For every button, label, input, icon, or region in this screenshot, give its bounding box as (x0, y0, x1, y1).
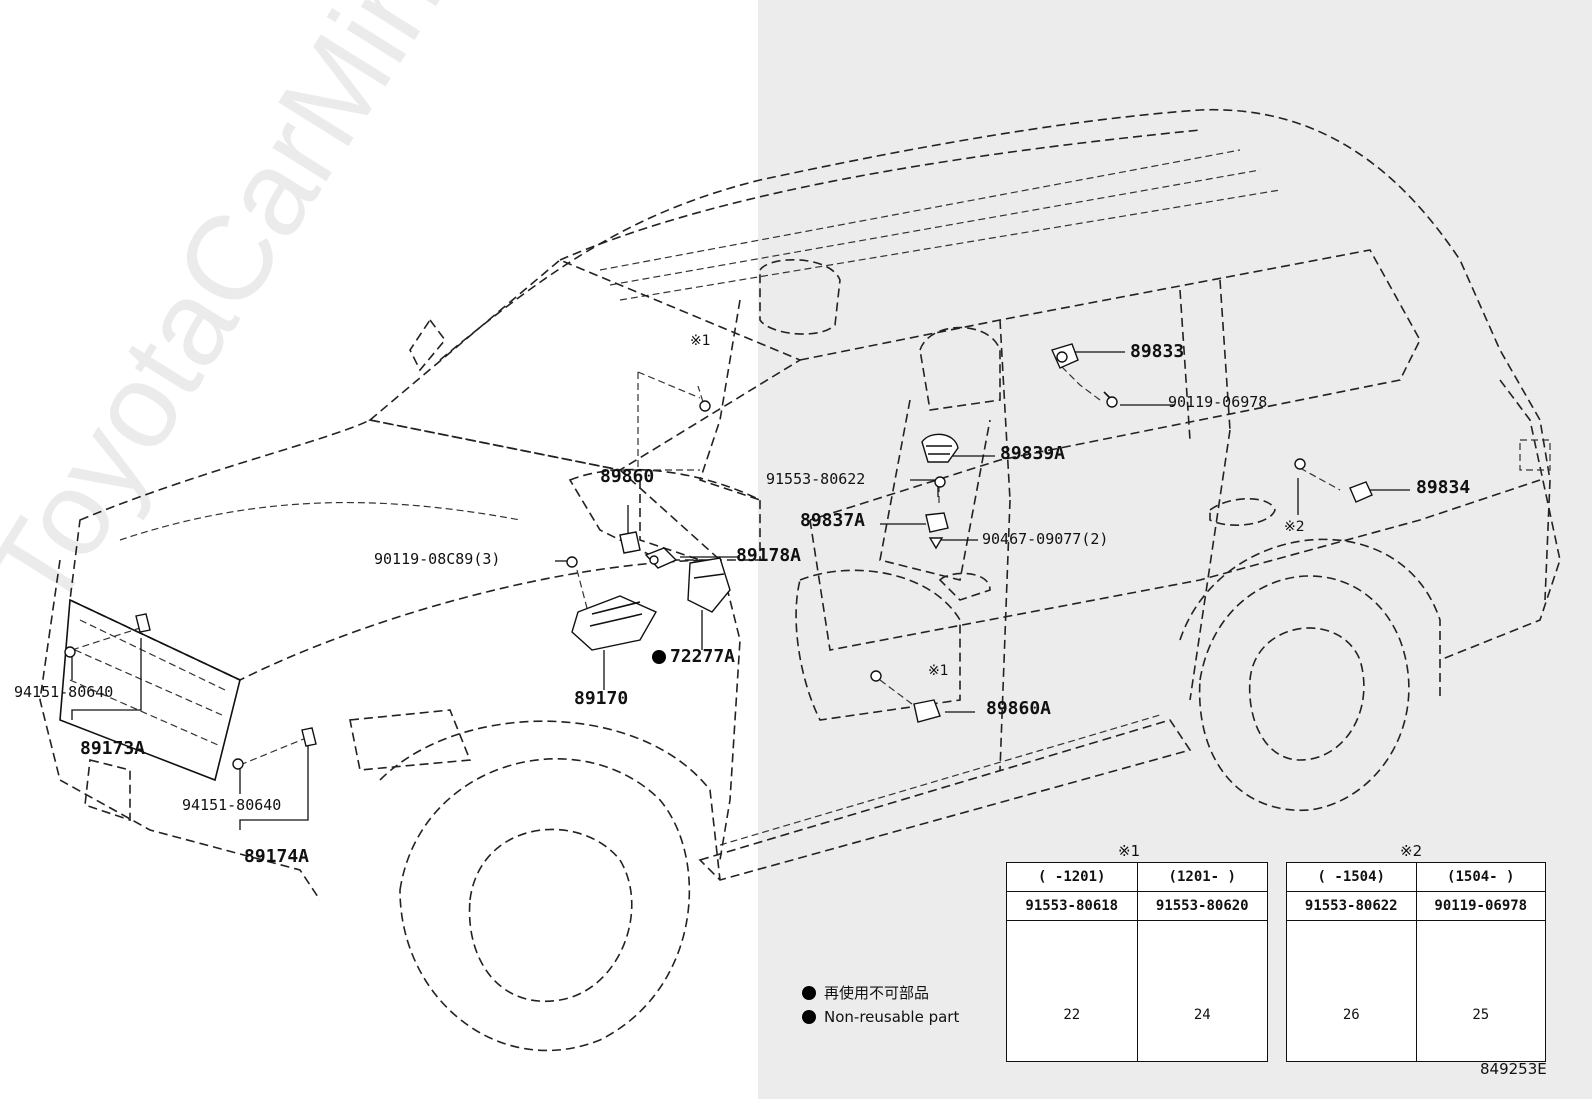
table2-length-0: 26 (1342, 1007, 1360, 1023)
label-89837A: 89837A (800, 510, 866, 531)
table1-header-0: ( -1201) (1038, 869, 1106, 885)
label-89860: 89860 (600, 466, 655, 487)
part-89860A-sensor (913, 699, 941, 723)
bolt-seat-ref1 (870, 670, 882, 682)
legend-text-jp: 再使用不可部品 (824, 984, 930, 1002)
part-89834-sensor (1349, 481, 1373, 503)
table2-part-row: 91553-80622 90119-06978 (1287, 892, 1545, 921)
part-89170-airbag-ecu (571, 595, 657, 651)
table1-drawings: 22 24 (1007, 921, 1267, 1061)
bolt-top-ref1 (699, 400, 711, 412)
label-89834: 89834 (1416, 477, 1471, 498)
label-89860A: 89860A (986, 698, 1052, 719)
nut-94151-80640-b (232, 758, 244, 770)
table-ref2: ( -1504) (1504- ) 91553-80622 90119-0697… (1286, 862, 1546, 1062)
clip-90467-09077 (928, 537, 944, 550)
part-89173A-sensor (135, 613, 151, 633)
table2-drawings: 26 25 (1287, 921, 1545, 1061)
part-89174A-sensor (301, 727, 317, 747)
table-ref1: ( -1201) (1201- ) 91553-80618 91553-8062… (1006, 862, 1268, 1062)
non-reusable-dot-icon (802, 1010, 816, 1024)
bolt-90119-08C89 (566, 556, 578, 568)
label-89170: 89170 (574, 688, 629, 709)
bolt-89834-mount (1294, 458, 1306, 470)
label-89839A: 89839A (1000, 443, 1066, 464)
table2-title: ※2 (1400, 842, 1423, 860)
part-89837A-bracket (925, 512, 949, 533)
label-91553-80622: 91553-80622 (766, 470, 866, 488)
table1-drawing-1: 24 (1136, 921, 1268, 1061)
bolt-91553-80622 (934, 476, 946, 488)
label-89174A: 89174A (244, 846, 310, 867)
table2-header-0: ( -1504) (1317, 869, 1385, 885)
table1-header-row: ( -1201) (1201- ) (1007, 863, 1267, 892)
table1-part-1: 91553-80620 (1136, 892, 1268, 920)
table1-drawing-0: 22 (1007, 921, 1137, 1061)
bolt-90119-06978 (1103, 391, 1118, 408)
table1-title: ※1 (1118, 842, 1141, 860)
label-94151-80640-b: 94151-80640 (182, 796, 282, 814)
table1-length-0: 22 (1063, 1007, 1081, 1023)
legend-item-jp: 再使用不可部品 (802, 982, 929, 1003)
ref-mark-1-seat: ※1 (928, 663, 949, 679)
part-89833-sensor (1051, 343, 1079, 369)
nut-94151-80640-a (64, 646, 76, 658)
label-94151-80640-a: 94151-80640 (14, 683, 114, 701)
ref-mark-1-top: ※1 (690, 333, 711, 349)
label-90119-06978: 90119-06978 (1168, 393, 1268, 411)
diagram-code: 849253E (1480, 1060, 1547, 1078)
table2-drawing-1: 25 (1415, 921, 1546, 1061)
label-89833: 89833 (1130, 341, 1185, 362)
table1-header-1: (1201- ) (1136, 863, 1268, 891)
non-reusable-marker (652, 650, 666, 664)
table2-drawing-0: 26 (1287, 921, 1416, 1061)
non-reusable-dot-icon (802, 985, 816, 1000)
table1-part-row: 91553-80618 91553-80620 (1007, 892, 1267, 921)
table2-part-0: 91553-80622 (1304, 898, 1398, 914)
label-89178A: 89178A (736, 545, 802, 566)
part-89860-sensor (619, 531, 641, 554)
part-89178A-connector (644, 547, 678, 569)
legend-item-en: Non-reusable part (802, 1008, 959, 1026)
label-72277A: 72277A (670, 646, 736, 667)
table2-part-1: 90119-06978 (1415, 892, 1546, 920)
label-90467-09077: 90467-09077(2) (982, 530, 1109, 548)
label-89173A: 89173A (80, 738, 146, 759)
label-90119-08C89: 90119-08C89(3) (374, 550, 501, 568)
table2-header-1: (1504- ) (1415, 863, 1546, 891)
legend-text-en: Non-reusable part (824, 1008, 960, 1026)
ref-mark-2-door: ※2 (1284, 519, 1305, 535)
table1-part-0: 91553-80618 (1025, 898, 1119, 914)
table2-header-row: ( -1504) (1504- ) (1287, 863, 1545, 892)
part-89839A-sensor (921, 433, 959, 463)
table2-length-1: 25 (1472, 1007, 1490, 1023)
part-72277A-bracket (687, 557, 731, 613)
table1-length-1: 24 (1193, 1007, 1211, 1023)
